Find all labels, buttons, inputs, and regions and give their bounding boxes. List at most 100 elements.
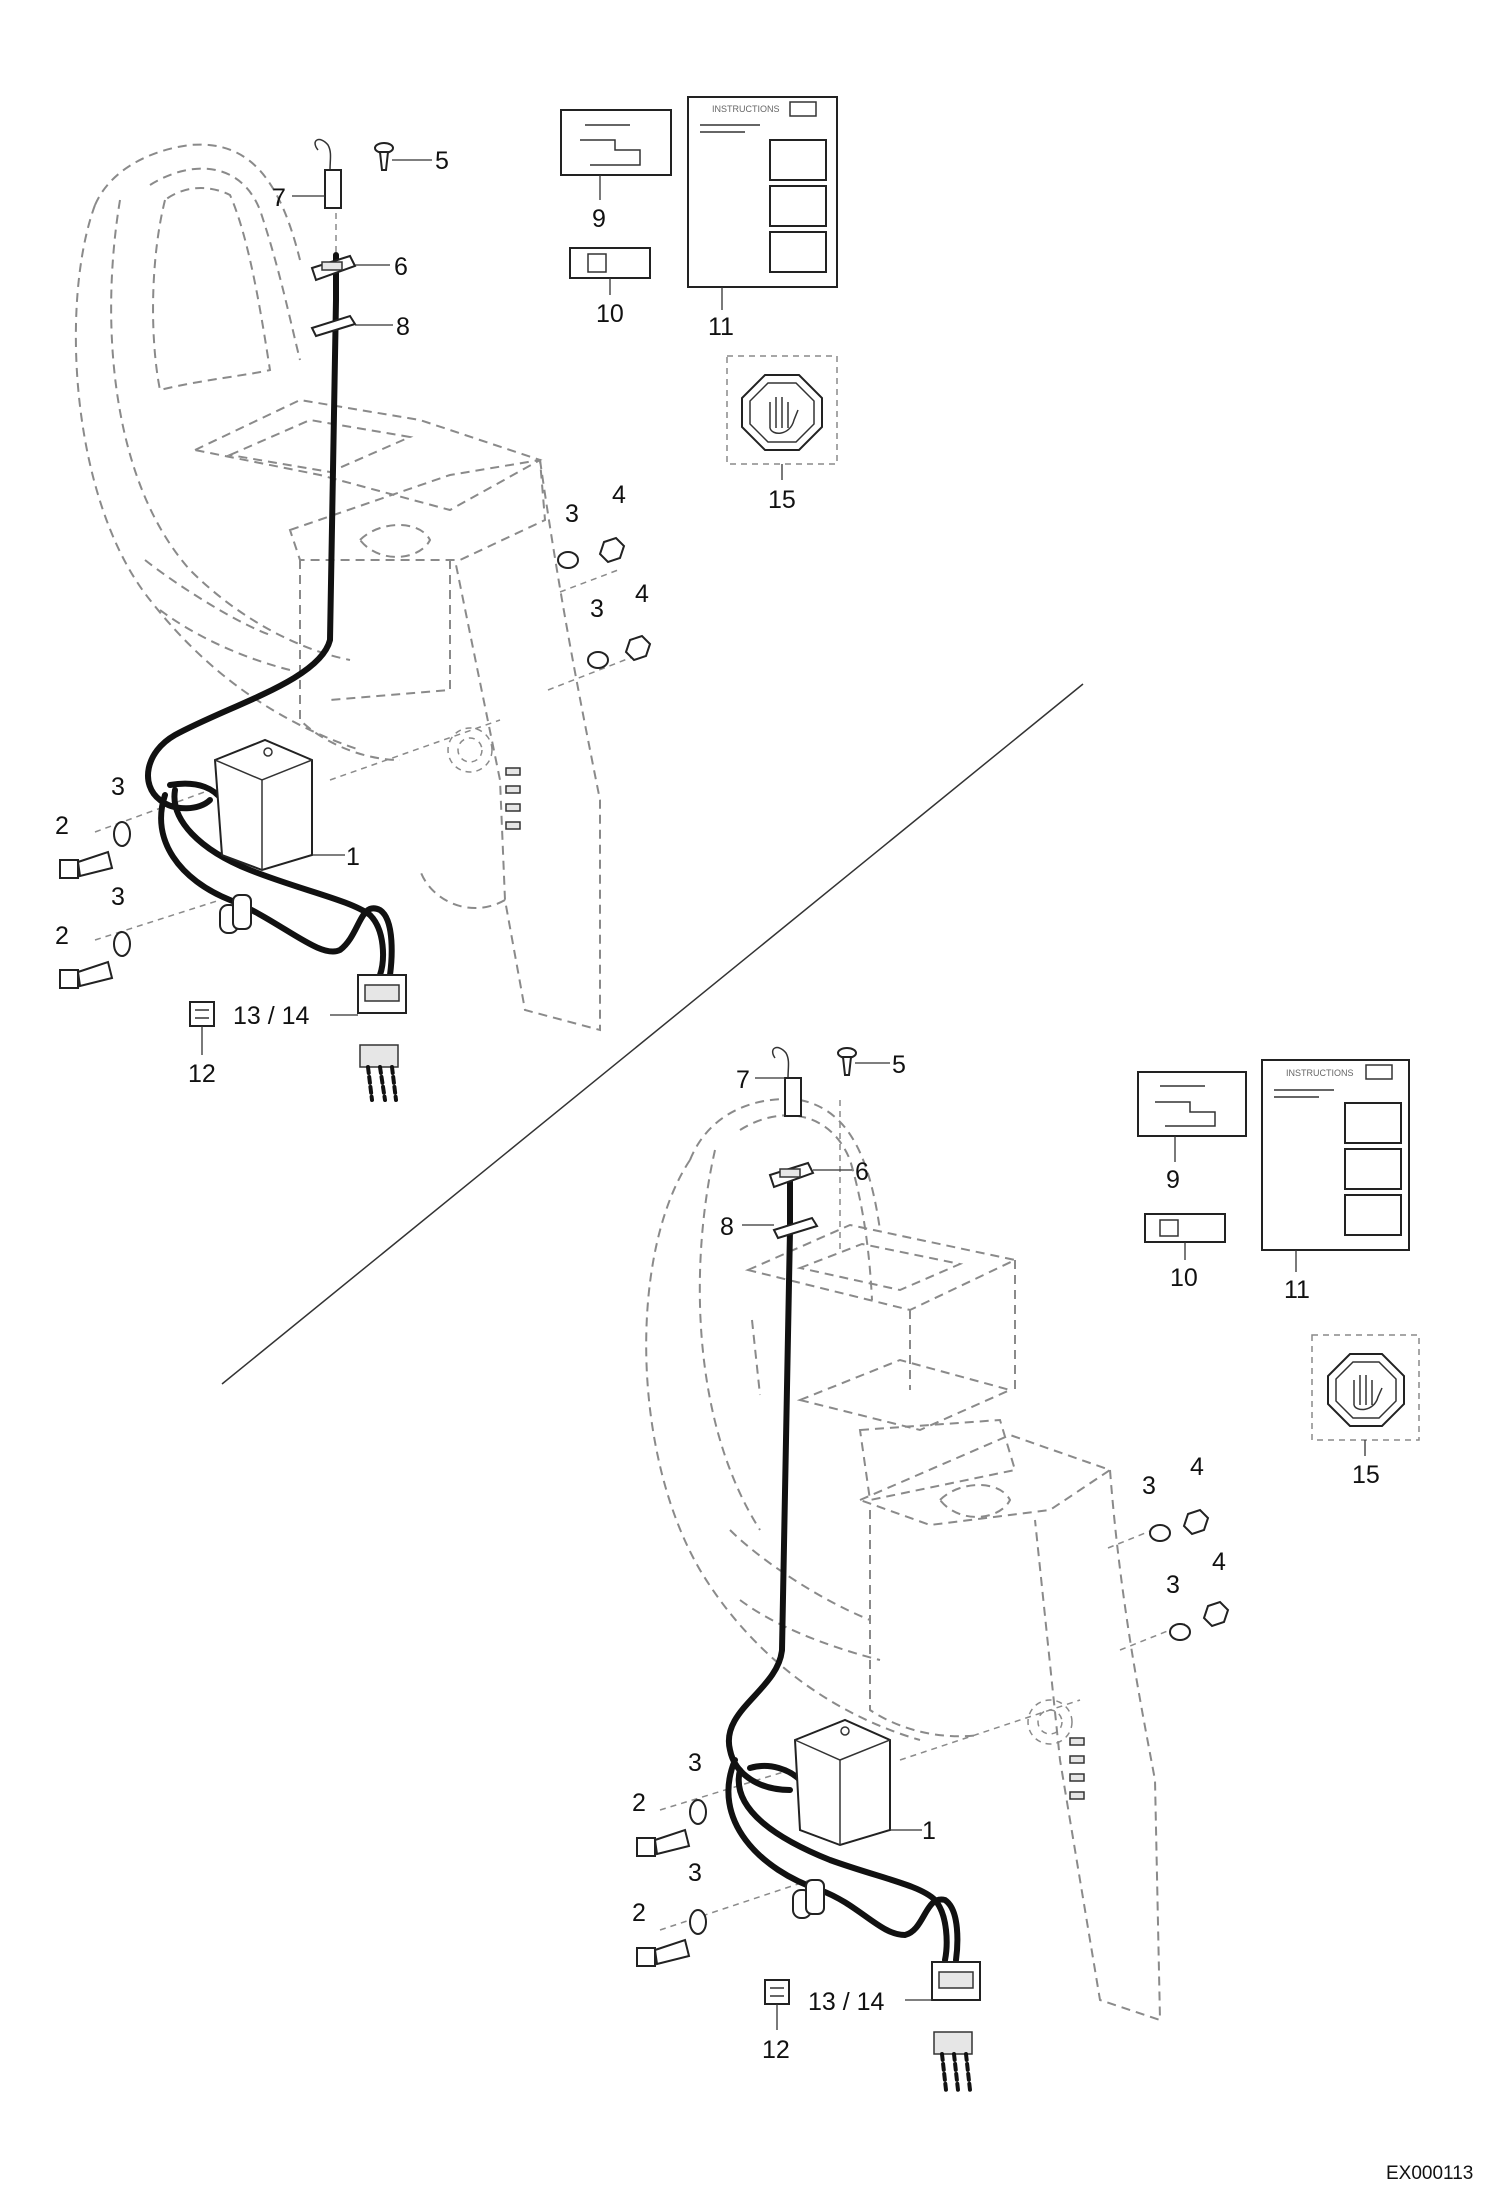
seat-shell-outline xyxy=(74,143,361,751)
callout-1: 1 xyxy=(346,843,360,871)
stop-decal-part-15 xyxy=(1311,1334,1420,1441)
callout-4: 4 xyxy=(635,580,649,608)
cable-clip xyxy=(792,1879,825,1919)
wiring-harness xyxy=(725,1175,793,1793)
hand-icon xyxy=(769,397,799,434)
switch-housing-part-6 xyxy=(768,1161,815,1189)
callout-2: 2 xyxy=(55,812,69,840)
wiring-harness-branch xyxy=(725,1757,961,1963)
callout-3: 3 xyxy=(111,883,125,911)
wiring-harness-branch-2 xyxy=(735,1767,950,1963)
screw-part-5 xyxy=(837,1047,857,1076)
callout-11: 11 xyxy=(708,313,734,341)
stop-decal-part-15 xyxy=(726,355,838,465)
control-module-part-1 xyxy=(793,1718,891,1847)
washer-part-3 xyxy=(113,821,131,847)
washer-part-3 xyxy=(689,1909,707,1935)
instruction-sheet-part-11: INSTRUCTIONS xyxy=(1261,1059,1410,1251)
callout-12: 12 xyxy=(188,1060,216,1088)
washer-part-3 xyxy=(689,1799,707,1825)
callout-12: 12 xyxy=(762,2036,790,2064)
cable-clip xyxy=(219,894,252,934)
callout-2: 2 xyxy=(632,1899,646,1927)
switch-part-7 xyxy=(771,1046,802,1117)
clip-part-12 xyxy=(189,1001,215,1027)
wiring-harness-branch-2 xyxy=(171,787,386,978)
nut-part-4 xyxy=(1202,1600,1230,1628)
bolt-part-2-lower xyxy=(636,1938,691,1967)
callout-5: 5 xyxy=(435,147,449,175)
decal-part-10 xyxy=(1144,1213,1226,1243)
callout-8: 8 xyxy=(396,313,410,341)
callout-3: 3 xyxy=(1166,1571,1180,1599)
callout-7: 7 xyxy=(736,1066,750,1094)
callout-3: 3 xyxy=(590,595,604,623)
assembly-axes xyxy=(659,1100,1186,1931)
bolt-part-2-lower xyxy=(59,960,114,989)
callout-3: 3 xyxy=(1142,1472,1156,1500)
callout-7: 7 xyxy=(272,184,286,212)
clip-part-12 xyxy=(764,1979,790,2005)
callout-13-14: 13 / 14 xyxy=(808,1988,885,2016)
seat-shell-outline xyxy=(645,1098,921,1741)
callout-1: 1 xyxy=(922,1817,936,1845)
callout-15: 15 xyxy=(768,486,796,514)
sheet-heading: INSTRUCTIONS xyxy=(1286,1068,1354,1078)
callout-3: 3 xyxy=(565,500,579,528)
view-2: INSTRUCTIONS xyxy=(632,1046,1420,2092)
washer-part-3 xyxy=(587,651,609,669)
callout-5: 5 xyxy=(892,1051,906,1079)
screw-part-5 xyxy=(374,142,394,171)
callout-4: 4 xyxy=(1212,1548,1226,1576)
callout-3: 3 xyxy=(111,773,125,801)
washer-part-3 xyxy=(113,931,131,957)
callout-10: 10 xyxy=(1170,1264,1198,1292)
connector-part-13-14 xyxy=(357,974,407,1102)
washer-part-3 xyxy=(1169,1623,1191,1641)
control-module-part-1 xyxy=(213,738,313,872)
console-lid xyxy=(744,1223,1019,1502)
bolt-part-2-upper xyxy=(636,1828,691,1857)
drawing-id: EX000113 xyxy=(1386,2163,1473,2184)
bolt-part-2-upper xyxy=(59,850,114,879)
console-body xyxy=(857,1433,1162,2022)
callout-4: 4 xyxy=(1190,1453,1204,1481)
callout-9: 9 xyxy=(1166,1166,1180,1194)
sheet-heading: INSTRUCTIONS xyxy=(712,104,780,114)
instruction-sheet-part-11: INSTRUCTIONS xyxy=(687,96,838,288)
connector-part-13-14 xyxy=(931,1961,981,2092)
callout-10: 10 xyxy=(596,300,624,328)
callout-leaders-view-1 xyxy=(201,159,783,1055)
callout-4: 4 xyxy=(612,481,626,509)
console-studs xyxy=(505,767,521,830)
decal-part-9 xyxy=(560,109,672,176)
callout-3: 3 xyxy=(688,1749,702,1777)
console-body xyxy=(191,398,601,1032)
view-divider-line xyxy=(221,683,1084,1385)
callout-9: 9 xyxy=(592,205,606,233)
plate-part-8 xyxy=(310,314,357,338)
nut-part-4 xyxy=(624,634,652,662)
callout-2: 2 xyxy=(632,1789,646,1817)
callout-2: 2 xyxy=(55,922,69,950)
switch-part-7 xyxy=(314,138,342,209)
switch-housing-part-6 xyxy=(310,254,357,282)
nut-part-4 xyxy=(598,536,626,564)
callout-leaders-view-2 xyxy=(742,1062,1366,2030)
wiring-harness-branch-3 xyxy=(167,780,225,803)
callout-3: 3 xyxy=(688,1859,702,1887)
wiring-harness-branch xyxy=(158,792,395,978)
callout-11: 11 xyxy=(1284,1276,1310,1304)
console-studs xyxy=(1069,1737,1085,1800)
washer-part-3 xyxy=(1149,1524,1171,1542)
callout-13-14: 13 / 14 xyxy=(233,1002,310,1030)
decal-part-9 xyxy=(1137,1071,1247,1137)
callout-8: 8 xyxy=(720,1213,734,1241)
decal-part-10 xyxy=(569,247,651,279)
wiring-harness xyxy=(145,252,339,812)
washer-part-3 xyxy=(557,551,579,569)
callout-6: 6 xyxy=(855,1158,869,1186)
callout-6: 6 xyxy=(394,253,408,281)
callout-15: 15 xyxy=(1352,1461,1380,1489)
